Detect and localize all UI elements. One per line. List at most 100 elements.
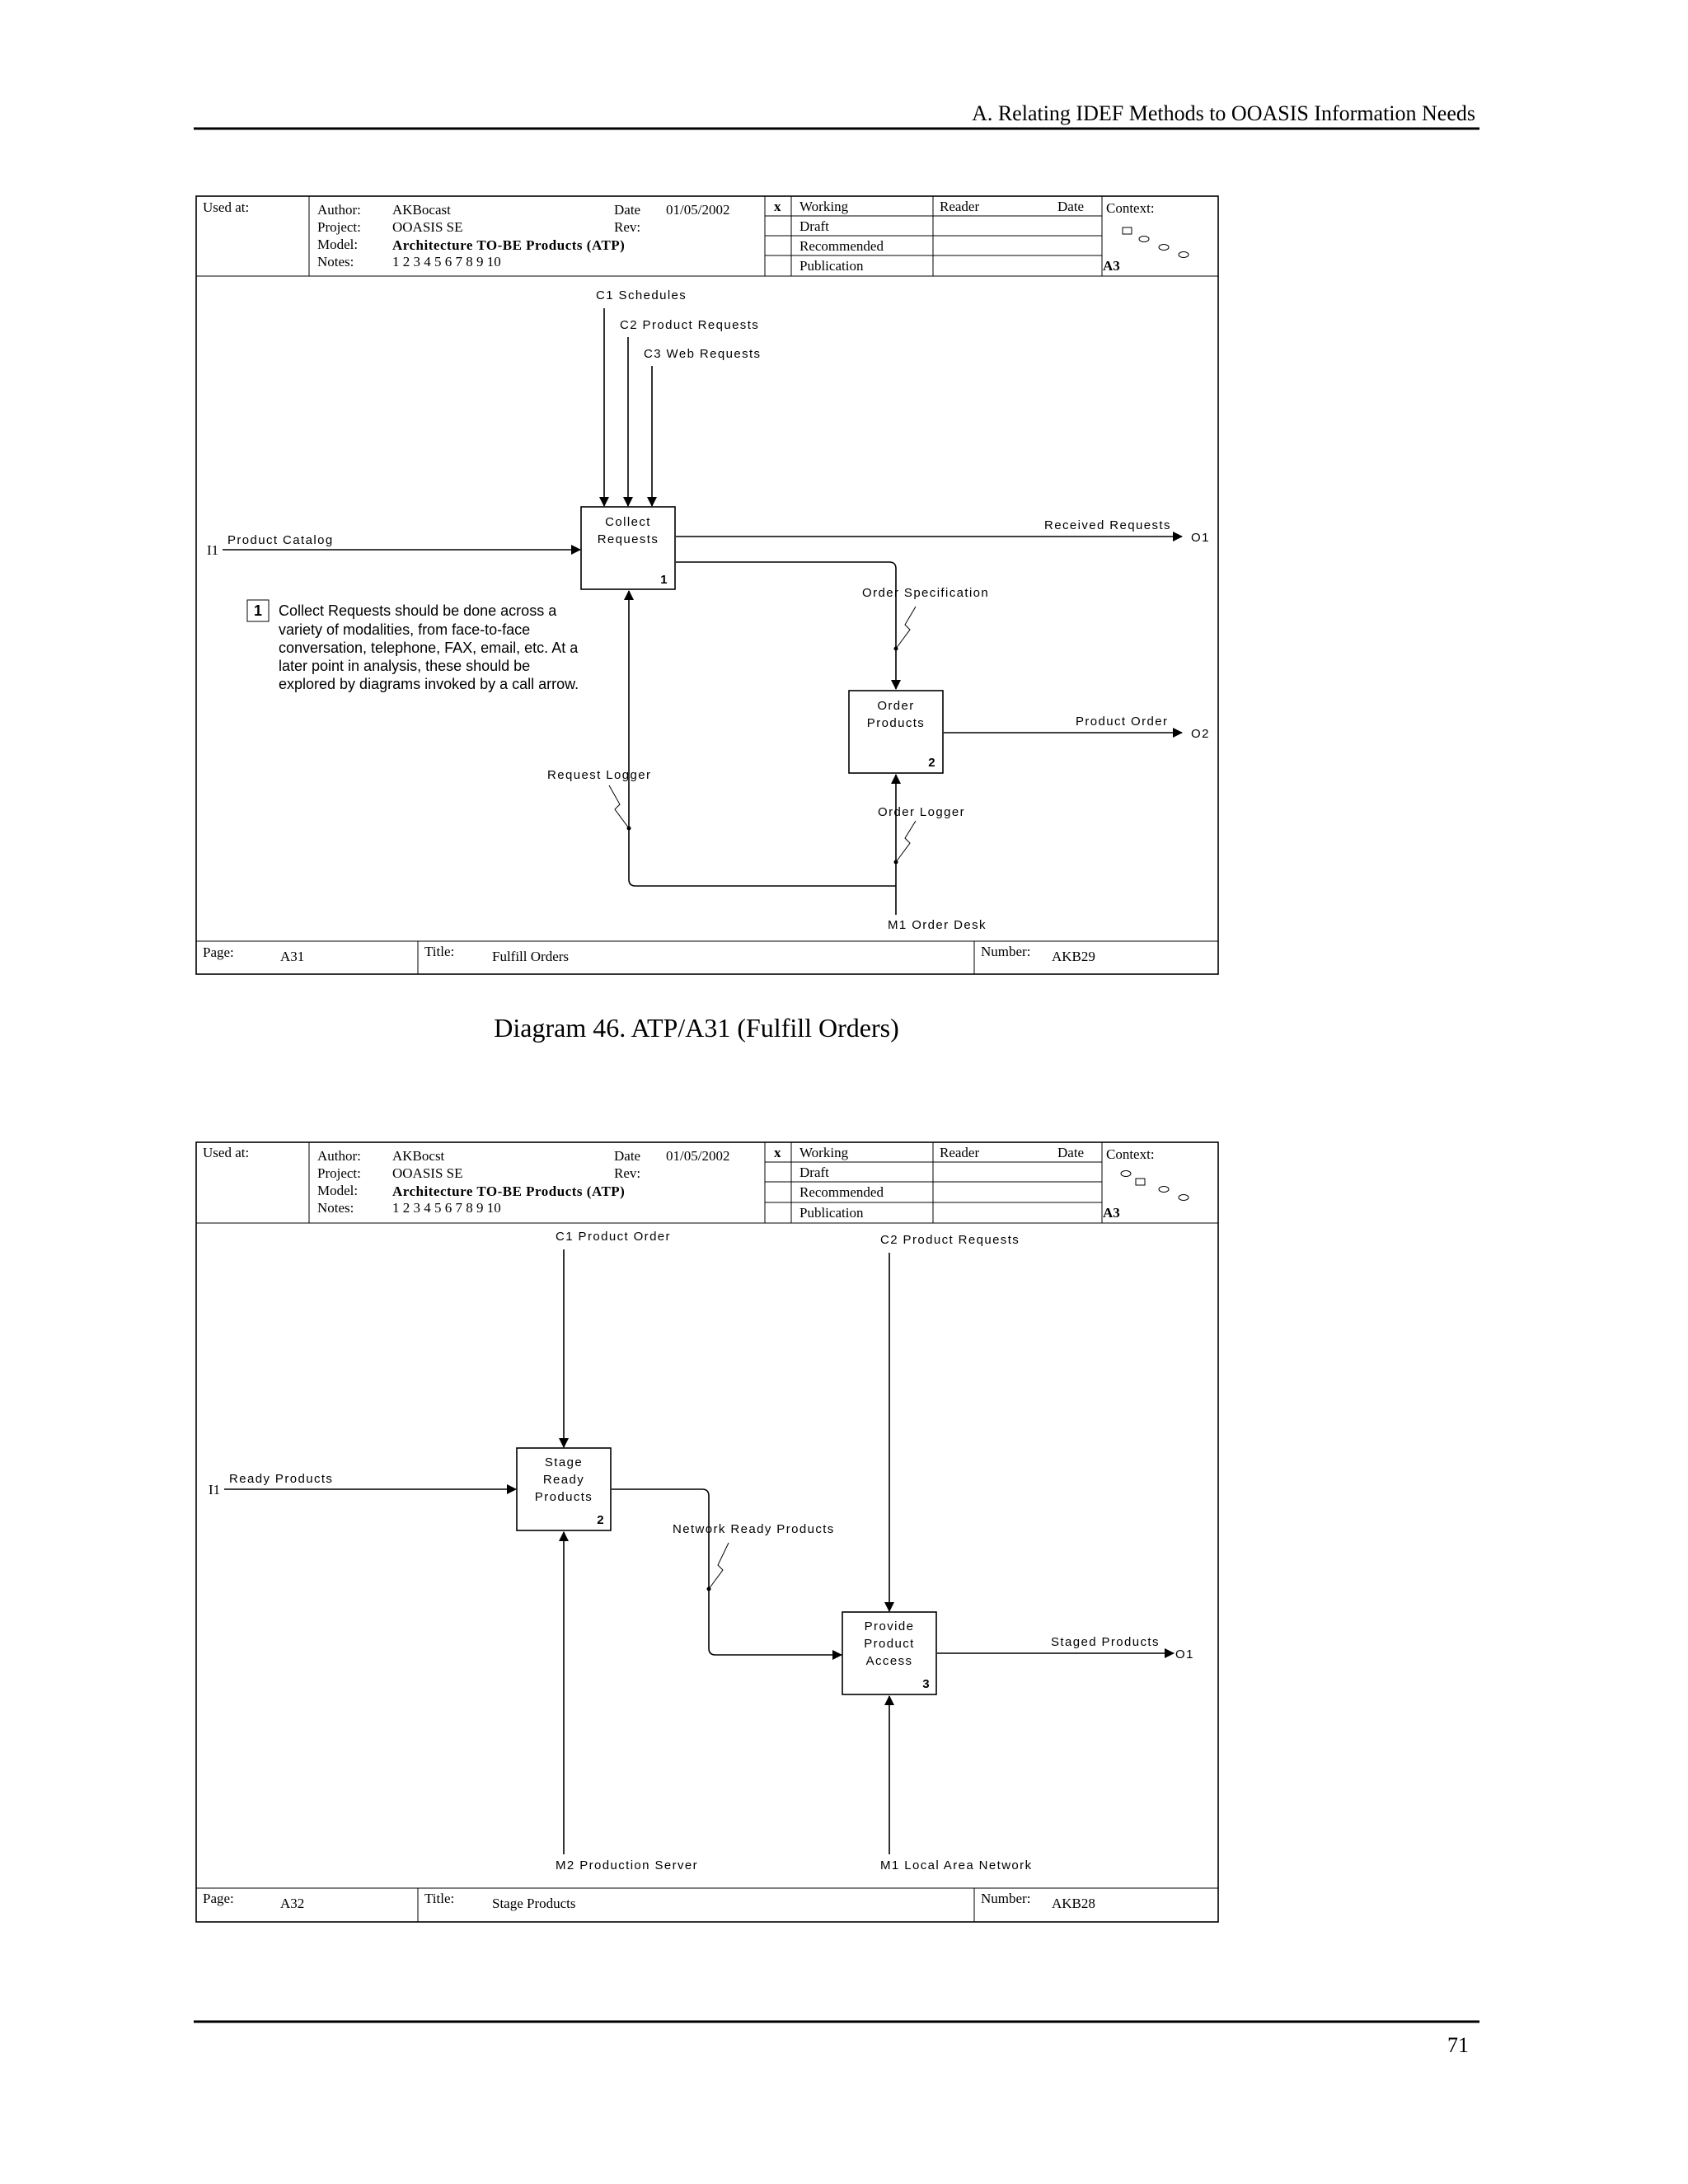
status-draft: Draft (799, 218, 829, 234)
note-line-5: explored by diagrams invoked by a call a… (279, 676, 579, 692)
rev-label: Rev: (614, 219, 640, 235)
activity-box-order-products (848, 690, 944, 774)
model-label: Model: (317, 1183, 358, 1198)
footer-title-value: Fulfill Orders (492, 949, 569, 964)
box-stage-line2: Ready (543, 1473, 584, 1487)
status-x-mark: x (774, 1145, 781, 1160)
arrow-order-specification (676, 561, 901, 690)
notes-label: Notes: (317, 254, 354, 269)
box2-line1: Order (877, 699, 914, 713)
project-value: OOASIS SE (392, 1165, 463, 1181)
activity-box-stage-ready-products (516, 1447, 612, 1531)
notes-label: Notes: (317, 1200, 354, 1216)
note-number: 1 (254, 602, 262, 619)
label-c1-schedules: C1 Schedules (596, 288, 687, 302)
label-product-order: Product Order (1076, 715, 1168, 729)
footer-page-label: Page: (203, 1891, 234, 1906)
label-m2-production-server: M2 Production Server (556, 1858, 698, 1872)
box-provide-number: 3 (922, 1677, 931, 1691)
running-header: A. Relating IDEF Methods to OOASIS Infor… (972, 101, 1475, 125)
box1-line2: Requests (598, 532, 659, 546)
label-o1: O1 (1191, 531, 1210, 545)
diagram-a31: Used at: Author: AKBocast Project: OOASI… (195, 195, 1219, 975)
date-value: 01/05/2002 (666, 202, 729, 218)
status-draft: Draft (799, 1165, 829, 1180)
page-number: 71 (1447, 2033, 1469, 2057)
label-request-logger: Request Logger (547, 768, 651, 782)
date-value: 01/05/2002 (666, 1148, 729, 1164)
label-m1-local-area-network: M1 Local Area Network (880, 1858, 1032, 1872)
arrow-request-logger (624, 590, 896, 887)
label-c2-product-requests: C2 Product Requests (620, 318, 759, 332)
diagram-a32: Used at: Author: AKBocst Project: OOASIS… (195, 1141, 1219, 1923)
diagram-frame (195, 1141, 1219, 1923)
box-provide-line2: Product (864, 1637, 915, 1651)
label-network-ready-products: Network Ready Products (673, 1522, 835, 1536)
project-label: Project: (317, 219, 361, 235)
label-i1-code: I1 (207, 542, 218, 558)
label-m1-order-desk: M1 Order Desk (888, 918, 987, 932)
label-i1-product-catalog: Product Catalog (227, 533, 334, 547)
used-at-label: Used at: (203, 199, 249, 215)
label-received-requests: Received Requests (1044, 518, 1171, 532)
label-c1-product-order: C1 Product Order (556, 1230, 671, 1244)
project-label: Project: (317, 1165, 361, 1181)
label-staged-products: Staged Products (1051, 1635, 1160, 1649)
used-at-label: Used at: (203, 1145, 249, 1160)
squiggle-order-logger (895, 820, 917, 863)
label-c2-product-requests: C2 Product Requests (880, 1233, 1020, 1247)
context-node: A3 (1103, 1205, 1120, 1221)
box2-line2: Products (867, 716, 925, 730)
diagram-caption: Diagram 46. ATP/A31 (Fulfill Orders) (494, 1013, 899, 1043)
note-line-2: variety of modalities, from face-to-face (279, 621, 530, 638)
context-thumbnail-icon (1120, 1170, 1189, 1201)
footer-number-label: Number: (981, 1891, 1030, 1906)
note-number-box (246, 599, 270, 622)
author-value: AKBocast (392, 202, 451, 218)
status-working: Working (799, 199, 849, 214)
status-publication: Publication (799, 1205, 864, 1221)
activity-box-collect-requests (580, 506, 676, 590)
box-provide-line3: Access (866, 1654, 913, 1668)
squiggle-request-logger (608, 785, 630, 829)
note-line-4: later point in analysis, these should be (279, 658, 530, 674)
project-value: OOASIS SE (392, 219, 463, 235)
author-value: AKBocst (392, 1148, 445, 1164)
box2-number: 2 (928, 756, 936, 770)
box-stage-line1: Stage (545, 1455, 583, 1469)
status-recommended: Recommended (799, 1184, 884, 1200)
label-i1-ready-products: Ready Products (229, 1472, 333, 1486)
footer-title-label: Title: (424, 944, 454, 959)
activity-box-provide-product-access (842, 1611, 937, 1695)
date-label: Date (614, 1148, 640, 1164)
label-c3-web-requests: C3 Web Requests (644, 347, 761, 361)
arrow-network-ready-products (612, 1488, 842, 1660)
footer-title-label: Title: (424, 1891, 454, 1906)
footer-page-value: A31 (280, 949, 304, 964)
status-recommended: Recommended (799, 238, 884, 254)
reader-label: Reader (940, 1145, 979, 1160)
squiggle-network (708, 1542, 729, 1590)
label-o1: O1 (1175, 1647, 1194, 1661)
date-label: Date (614, 202, 640, 218)
notes-value: 1 2 3 4 5 6 7 8 9 10 (392, 1200, 501, 1216)
note-line-1: Collect Requests should be done across a (279, 602, 557, 619)
notes-value: 1 2 3 4 5 6 7 8 9 10 (392, 254, 501, 269)
footer-number-value: AKB29 (1052, 949, 1095, 964)
reader-date-label: Date (1057, 199, 1084, 214)
context-thumbnail-icon (1122, 227, 1189, 258)
label-i1-code: I1 (209, 1482, 220, 1497)
model-label: Model: (317, 237, 358, 252)
reader-date-label: Date (1057, 1145, 1084, 1160)
footer-title-value: Stage Products (492, 1896, 576, 1911)
footer-number-value: AKB28 (1052, 1896, 1095, 1911)
model-value: Architecture TO-BE Products (ATP) (392, 237, 625, 253)
author-label: Author: (317, 202, 361, 218)
rev-label: Rev: (614, 1165, 640, 1181)
box1-number: 1 (660, 573, 668, 587)
context-label: Context: (1106, 200, 1155, 216)
context-label: Context: (1106, 1146, 1155, 1162)
status-working: Working (799, 1145, 849, 1160)
label-order-specification: Order Specification (862, 586, 989, 600)
squiggle-order-spec (895, 606, 917, 649)
